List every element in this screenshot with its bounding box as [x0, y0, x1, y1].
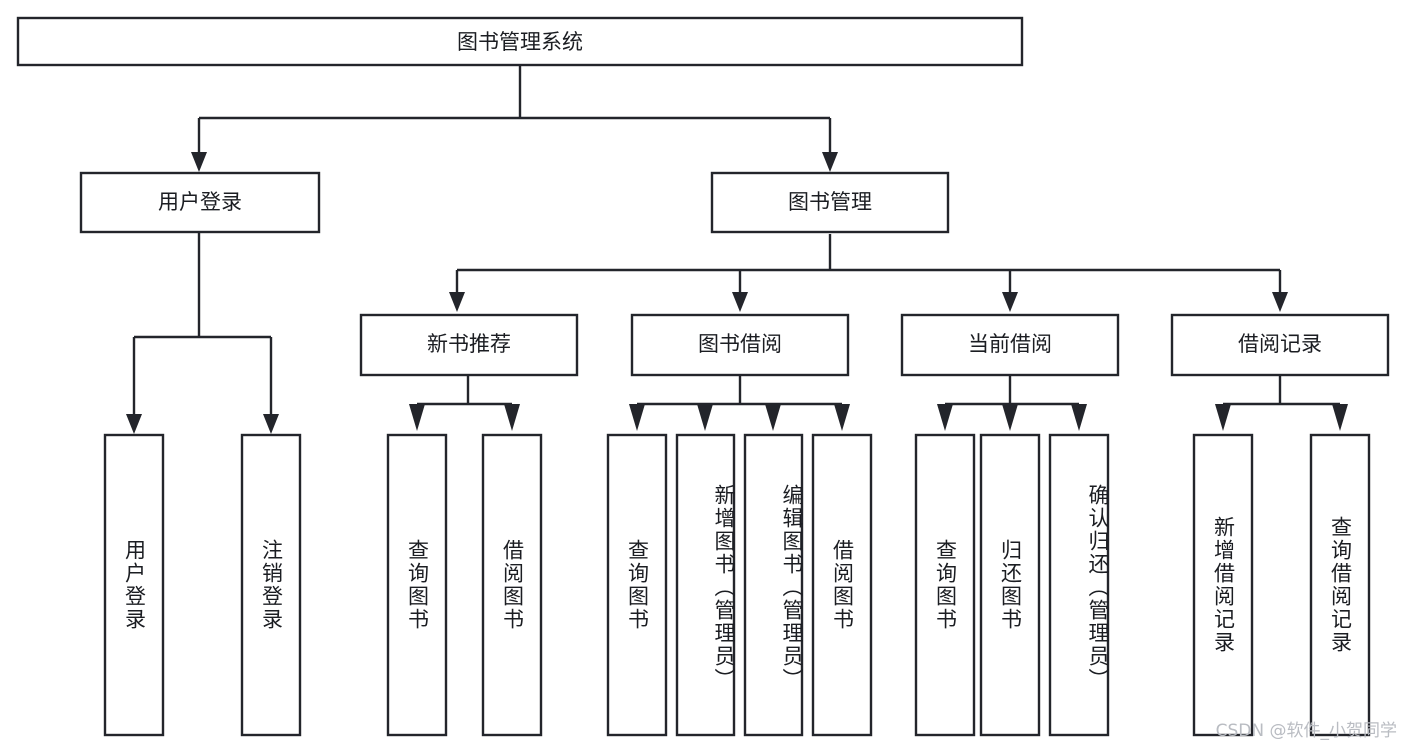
leaf-box-edit-book-admin[interactable]: [743, 433, 804, 737]
node-root-label: 图书管理系统: [457, 30, 583, 54]
leaf-box-add-book-admin[interactable]: [675, 433, 736, 737]
leaf-label-borrow-book: 借阅图书: [830, 539, 855, 631]
node-borrow-records-box: [1170, 313, 1390, 377]
node-book-borrow-label: 图书借阅: [698, 332, 782, 356]
leaf-label-user-login: 用户登录: [122, 539, 147, 631]
connector-books-to-level3: [449, 234, 1288, 312]
node-new-book-recommend[interactable]: 新书推荐: [359, 313, 579, 377]
connector-login-to-leaves: [126, 232, 279, 434]
leaf-box-confirm-return-admin[interactable]: [1048, 433, 1110, 737]
node-borrow-records-label: 借阅记录: [1238, 332, 1322, 356]
leaf-label-confirm-return-admin: 确认归还（管理员）: [1086, 483, 1110, 691]
node-user-login-box: [79, 171, 321, 234]
node-book-borrow[interactable]: 图书借阅: [630, 313, 850, 377]
connector-borrow-to-leaves: [629, 375, 850, 431]
node-borrow-records[interactable]: 借阅记录: [1170, 313, 1390, 377]
leaf-label-borrow-books-rec: 借阅图书: [500, 539, 525, 631]
leaf-label-return-book: 归还图书: [998, 539, 1023, 631]
node-root-box: [16, 16, 1024, 67]
node-new-book-recommend-label: 新书推荐: [427, 332, 511, 356]
connector-newbooks-to-leaves: [409, 375, 520, 431]
csdn-watermark: CSDN @软件_小贺同学: [1215, 721, 1397, 741]
leaf-label-query-books-current: 查询图书: [933, 539, 958, 631]
leaf-box-borrow-books-rec[interactable]: [481, 433, 543, 737]
leaf-boxes: [103, 433, 1371, 737]
node-current-borrow-label: 当前借阅: [968, 332, 1052, 356]
node-root[interactable]: 图书管理系统: [16, 16, 1024, 67]
connector-current-to-leaves: [937, 375, 1087, 431]
leaf-box-borrow-book[interactable]: [811, 433, 873, 737]
leaf-box-logout[interactable]: [240, 433, 302, 737]
connector-root-to-level2: [191, 65, 838, 172]
leaf-label-logout: 注销登录: [259, 539, 284, 631]
leaf-label-add-borrow-record: 新增借阅记录: [1211, 516, 1236, 654]
leaf-box-query-borrow-record[interactable]: [1309, 433, 1371, 737]
node-book-management-label: 图书管理: [788, 190, 872, 214]
node-user-login[interactable]: 用户登录: [79, 171, 321, 234]
leaf-box-query-books-borrow[interactable]: [606, 433, 668, 737]
leaf-label-query-books-rec: 查询图书: [405, 539, 430, 631]
leaf-box-query-books-rec[interactable]: [386, 433, 448, 737]
node-book-borrow-box: [630, 313, 850, 377]
leaf-label-edit-book-admin: 编辑图书（管理员）: [780, 483, 804, 691]
leaf-box-user-login[interactable]: [103, 433, 165, 737]
leaf-label-query-borrow-record: 查询借阅记录: [1328, 516, 1353, 654]
node-book-management-box: [710, 171, 950, 234]
connector-records-to-leaves: [1215, 375, 1348, 431]
leaf-label-add-book-admin: 新增图书（管理员）: [712, 483, 736, 691]
leaf-box-return-book[interactable]: [979, 433, 1041, 737]
node-new-book-recommend-box: [359, 313, 579, 377]
node-current-borrow[interactable]: 当前借阅: [900, 313, 1120, 377]
node-user-login-label: 用户登录: [158, 190, 242, 214]
leaf-box-add-borrow-record[interactable]: [1192, 433, 1254, 737]
node-book-management[interactable]: 图书管理: [710, 171, 950, 234]
leaf-box-query-books-current[interactable]: [914, 433, 976, 737]
leaf-label-query-books-borrow: 查询图书: [625, 539, 650, 631]
node-current-borrow-box: [900, 313, 1120, 377]
